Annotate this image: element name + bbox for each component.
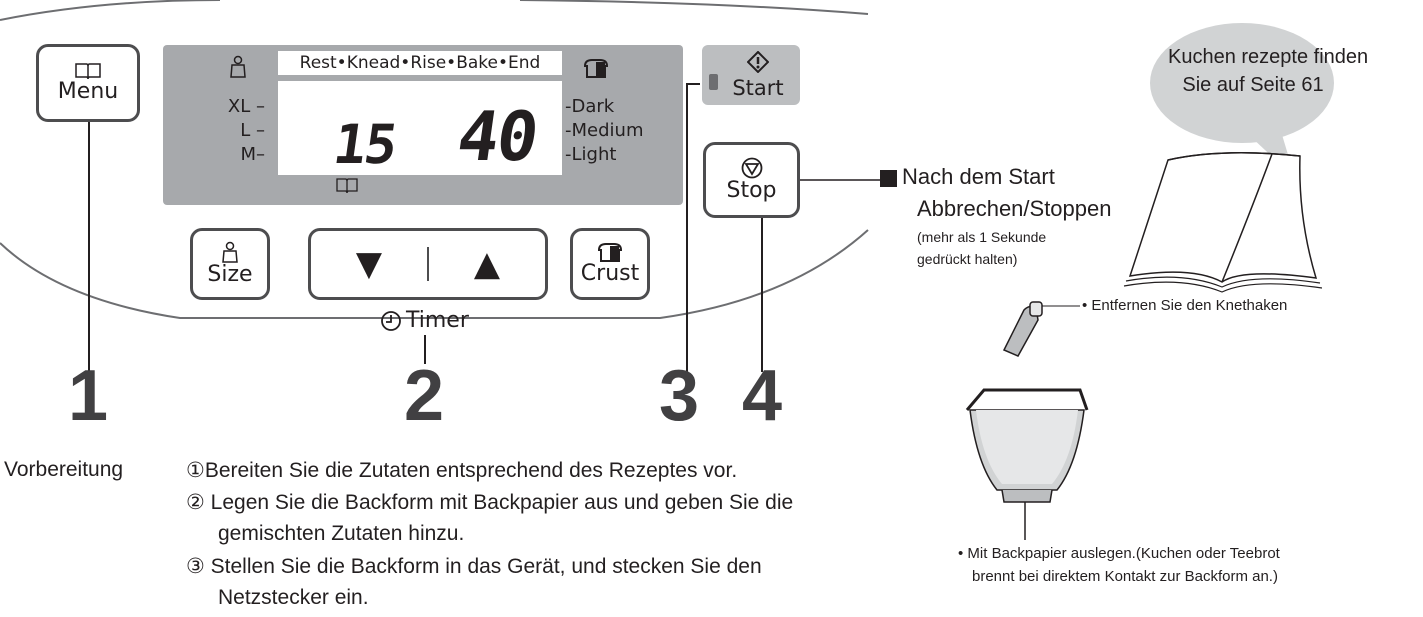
timer-digits-right: 40 — [452, 98, 542, 177]
preparation-step-2: ② Legen Sie die Backform mit Backpapier … — [186, 491, 794, 514]
preparation-step-3-cont: Netzstecker ein. — [218, 586, 369, 609]
stop-note-hint-1: (mehr als 1 Sekunde — [917, 229, 1047, 245]
menu-book-indicator-icon — [336, 178, 358, 194]
stop-label: Stop — [726, 178, 777, 203]
bread-icon — [583, 58, 609, 78]
stop-note-hint-2: gedrückt halten) — [917, 251, 1018, 267]
timer-digits-left: 15 — [329, 113, 400, 176]
crust-button[interactable]: Crust — [570, 228, 650, 300]
timer-arrow-buttons: ▼ ▲ — [308, 228, 548, 300]
bubble-text-line1: Kuchen rezepte finden — [1168, 46, 1369, 68]
book-icon — [75, 62, 101, 80]
bread-icon — [597, 242, 623, 262]
stop-note-title: Nach dem Start — [902, 164, 1055, 189]
preparation-step-3: ③ Stellen Sie die Backform in das Gerät,… — [186, 555, 762, 578]
preparation-step-2-cont: gemischten Zutaten hinzu. — [218, 522, 465, 545]
weight-icon — [221, 241, 239, 263]
menu-button[interactable]: Menu — [36, 44, 140, 122]
size-m-label: M– — [240, 144, 265, 165]
kneading-paddle-icon — [1002, 301, 1043, 357]
stop-note-subtitle: Abbrechen/Stoppen — [917, 196, 1112, 221]
menu-label: Menu — [57, 79, 119, 104]
phase-indicator: Rest•Knead•Rise•Bake•End — [278, 51, 562, 75]
arrow-divider — [427, 247, 429, 281]
baking-pan-icon — [965, 388, 1089, 503]
size-button[interactable]: Size — [190, 228, 270, 300]
stop-note-bullet — [880, 170, 897, 187]
crust-dark-label: -Dark — [565, 96, 615, 117]
stop-button[interactable]: Stop — [703, 142, 800, 218]
arrow-up-button[interactable]: ▲ — [473, 244, 501, 284]
recipe-book-icon — [1123, 152, 1322, 293]
start-button[interactable]: Start — [702, 45, 800, 105]
paper-note-line1: • Mit Backpapier auslegen.(Kuchen oder T… — [958, 545, 1280, 562]
crust-label: Crust — [580, 261, 640, 286]
clock-icon — [380, 310, 402, 332]
start-label: Start — [732, 76, 784, 100]
arrow-down-button[interactable]: ▼ — [355, 244, 383, 284]
step-number-2: 2 — [404, 356, 445, 436]
size-xl-label: XL – — [227, 96, 265, 117]
crust-light-label: -Light — [565, 144, 617, 165]
size-label: Size — [207, 262, 253, 287]
lcd-screen — [278, 81, 562, 175]
size-l-label: L – — [240, 120, 265, 141]
crust-medium-label: -Medium — [565, 120, 644, 141]
bubble-text-line2: Sie auf Seite 61 — [1182, 74, 1324, 96]
preparation-label: Vorbereitung — [4, 458, 124, 481]
step-number-4: 4 — [742, 356, 783, 436]
step-number-1: 1 — [68, 356, 109, 436]
preparation-step-1: ①Bereiten Sie die Zutaten entsprechend d… — [186, 459, 738, 482]
start-icon — [746, 50, 770, 77]
paper-note-line2: brennt bei direktem Kontakt zur Backform… — [972, 568, 1278, 585]
timer-label: Timer — [380, 308, 469, 333]
weight-icon — [229, 55, 247, 79]
start-indicator-led — [709, 74, 718, 90]
paddle-note: • Entfernen Sie den Knethaken — [1082, 297, 1288, 314]
stop-icon — [741, 157, 763, 179]
step-number-3: 3 — [659, 356, 700, 436]
